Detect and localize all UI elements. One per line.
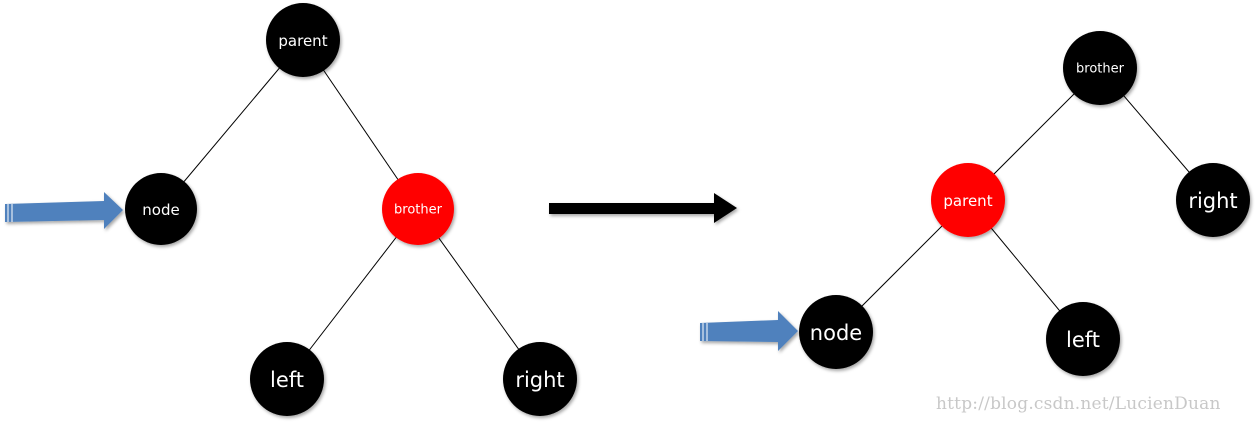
after-node-left-label: left [1066, 328, 1100, 352]
before-pointer-arrow-icon [5, 192, 123, 229]
after-node-brother-label: brother [1076, 62, 1125, 77]
after-tree: brother parent right node left [700, 31, 1250, 376]
after-node-parent-label: parent [943, 192, 992, 210]
before-node-parent-label: parent [278, 32, 327, 50]
after-node-node-label: node [810, 321, 862, 345]
before-node-node-label: node [142, 201, 179, 219]
watermark-text: http://blog.csdn.net/LucienDuan [936, 394, 1221, 414]
before-node-left: left [250, 342, 324, 416]
before-node-right: right [503, 342, 577, 416]
before-node-node: node [125, 173, 197, 245]
after-pointer-arrow-icon [700, 311, 798, 351]
before-node-right-label: right [515, 368, 564, 392]
after-node-brother: brother [1063, 31, 1137, 105]
after-node-parent: parent [931, 163, 1005, 237]
after-node-node: node [799, 295, 873, 369]
before-node-brother-label: brother [394, 203, 443, 218]
transition-arrow-icon [549, 193, 737, 223]
after-node-right: right [1176, 163, 1250, 237]
after-node-left: left [1046, 302, 1120, 376]
before-node-parent: parent [266, 3, 340, 77]
before-tree: parent node brother left right [5, 3, 577, 416]
after-node-right-label: right [1188, 189, 1237, 213]
before-node-brother: brother [382, 173, 454, 245]
before-node-left-label: left [270, 368, 304, 392]
